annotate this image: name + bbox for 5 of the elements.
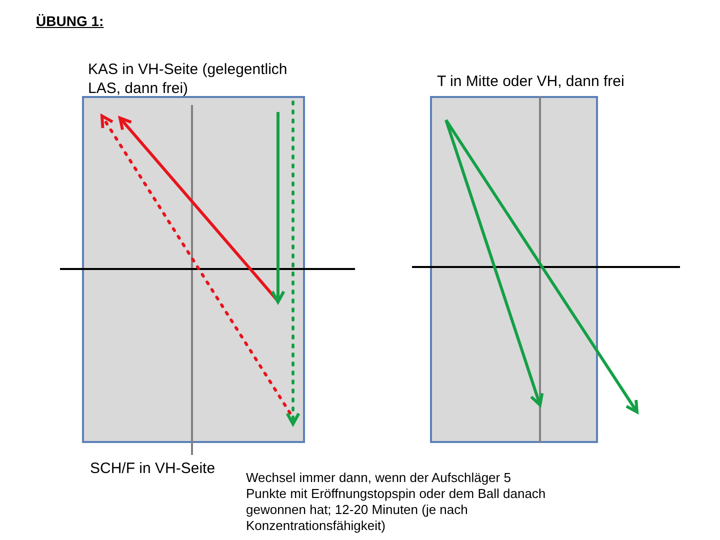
note-text: Wechsel immer dann, wenn der Aufschläger 5 Punkte mit Eröffnungstopspin oder dem Ball danach gewonnen hat; 12-20 Minuten (je nach Konzentrationsfähigkeit) [246,470,546,534]
table-heading: T in Mitte oder VH, dann frei [437,72,626,91]
table-heading: KAS in VH-Seite (gelegentlich LAS, dann frei) [88,60,288,98]
side-caption: SCH/F in VH-Seite [90,459,216,478]
title: ÜBUNG 1: [36,12,104,31]
